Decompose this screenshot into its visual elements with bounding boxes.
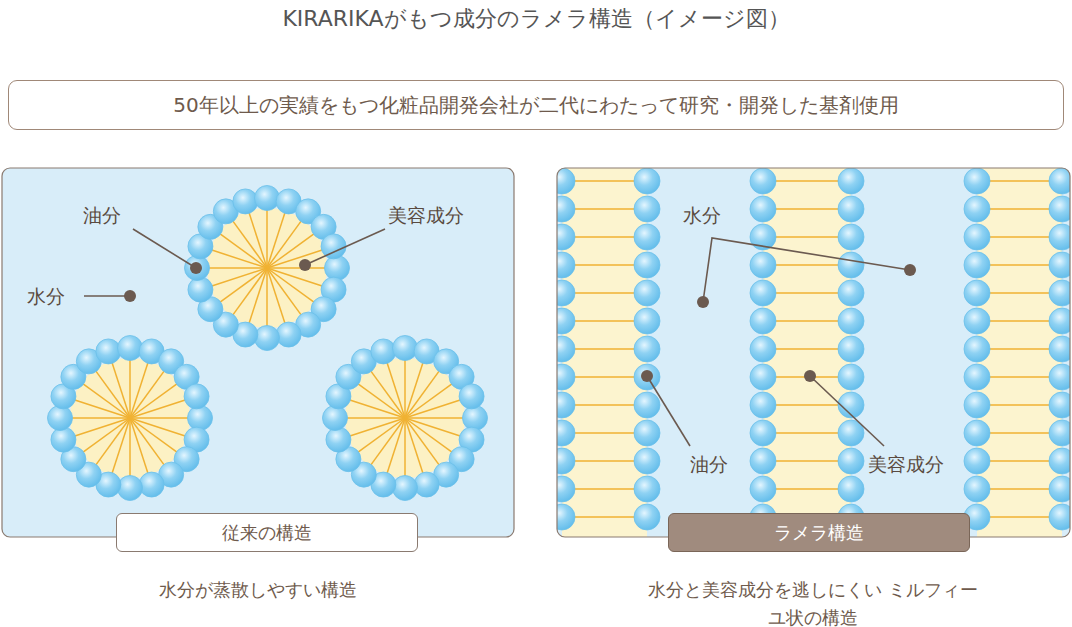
callout-label: 油分 xyxy=(690,452,728,478)
panel-ground xyxy=(2,168,514,537)
note-box: 50年以上の実績をもつ化粧品開発会社が二代にわたって研究・開発した基剤使用 xyxy=(8,80,1064,130)
lamella-layers xyxy=(557,168,1070,537)
panel-border xyxy=(557,168,1070,537)
callout-label: 水分 xyxy=(683,203,721,229)
panel-tab: 従来の構造 xyxy=(116,513,418,552)
structure-panel: 油分美容成分水分従来の構造 xyxy=(2,168,514,537)
leader-lines xyxy=(84,229,910,446)
callout-label: 美容成分 xyxy=(388,203,464,229)
box-label: ラメラ構造 xyxy=(774,521,864,545)
caption: 水分と美容成分を逃しにくい ミルフィーユ状の構造 xyxy=(643,576,983,627)
micelles xyxy=(48,186,488,501)
callout-label: 水分 xyxy=(27,284,65,310)
box-label: 50年以上の実績をもつ化粧品開発会社が二代にわたって研究・開発した基剤使用 xyxy=(173,92,898,119)
box-label: 従来の構造 xyxy=(222,521,312,545)
callout-label: 油分 xyxy=(83,203,121,229)
caption: 水分が蒸散しやすい構造 xyxy=(88,576,428,604)
leader-dots xyxy=(124,259,916,382)
panel-tab: ラメラ構造 xyxy=(668,513,970,552)
callout-label: 美容成分 xyxy=(868,452,944,478)
structure-panel: 水分油分美容成分ラメラ構造 xyxy=(557,168,1070,537)
panel-ground xyxy=(557,168,1070,537)
title: KIRARIKAがもつ成分のラメラ構造（イメージ図） xyxy=(0,4,1072,34)
